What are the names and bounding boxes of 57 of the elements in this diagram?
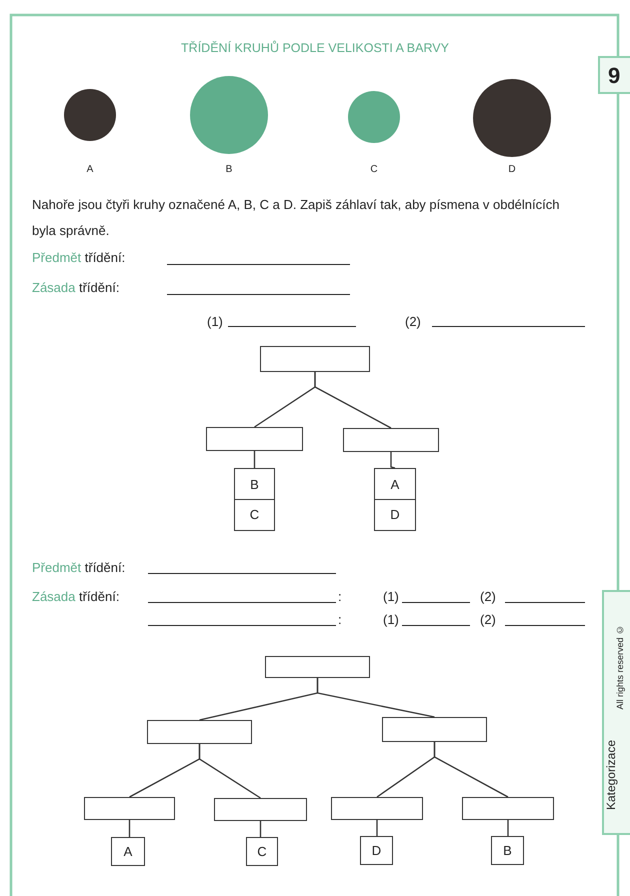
connector-line (390, 452, 396, 469)
connector-line (128, 820, 130, 837)
field-label: (1) (383, 589, 399, 605)
instruction-text: Nahoře jsou čtyři kruhy označené A, B, C a D. Zapiš záhlaví tak, aby písmena v obdélnících byla správně. (32, 196, 560, 240)
connector-line (198, 744, 261, 799)
title: TŘÍDĚNÍ KRUHŮ PODLE VELIKOSTI A BARVY (180, 40, 450, 56)
letter: B (249, 476, 260, 494)
circle-letter: B (224, 163, 234, 177)
field-label: Předmět třídění: (32, 250, 126, 266)
field-label: (2) (480, 612, 496, 628)
tab-label: Kategorizace (603, 740, 619, 810)
divided-letter-box (234, 468, 275, 531)
letter: C (235, 499, 274, 529)
connector-line (434, 742, 508, 798)
empty-box (84, 797, 175, 820)
copyright-note: All rights reserved © (614, 625, 626, 710)
field-label: Předmět třídění: (32, 560, 126, 576)
letter: D (370, 842, 382, 860)
circle-letter: D (507, 163, 517, 177)
circle-letter: A (86, 163, 94, 177)
page-number-tab: 9 (598, 56, 630, 94)
letter-box (491, 836, 524, 865)
field-label: : (338, 612, 342, 628)
empty-box (206, 427, 303, 451)
field-label: (2) (480, 589, 496, 605)
letter-box (246, 837, 278, 866)
field-label: (1) (207, 314, 223, 330)
field-label: Zásada třídění: (32, 589, 120, 605)
empty-box (343, 428, 439, 452)
letter: A (390, 476, 400, 494)
field-label: (2) (405, 314, 421, 330)
empty-box (265, 656, 370, 678)
letter: A (122, 843, 134, 862)
empty-box (260, 346, 370, 372)
connector-line (507, 820, 509, 836)
connector-line (314, 372, 392, 429)
field-label: Zásada třídění: (32, 280, 120, 296)
empty-box (382, 717, 487, 742)
letter-box (360, 836, 393, 865)
connector-line (260, 821, 262, 837)
connector-line (254, 451, 256, 468)
circle-letter: C (369, 163, 379, 177)
connector-line (316, 678, 435, 718)
letter: B (502, 842, 513, 860)
letter: C (256, 843, 268, 862)
circle (348, 91, 400, 143)
field-label: : (338, 589, 342, 605)
empty-box (331, 797, 423, 820)
divided-letter-box (374, 468, 416, 531)
connector-line (376, 820, 378, 836)
field-label: (1) (383, 612, 399, 628)
empty-box (147, 720, 252, 744)
letter-box (111, 837, 145, 866)
empty-box (214, 798, 307, 821)
circle (64, 89, 116, 141)
empty-box (462, 797, 554, 820)
letter: D (375, 499, 415, 529)
